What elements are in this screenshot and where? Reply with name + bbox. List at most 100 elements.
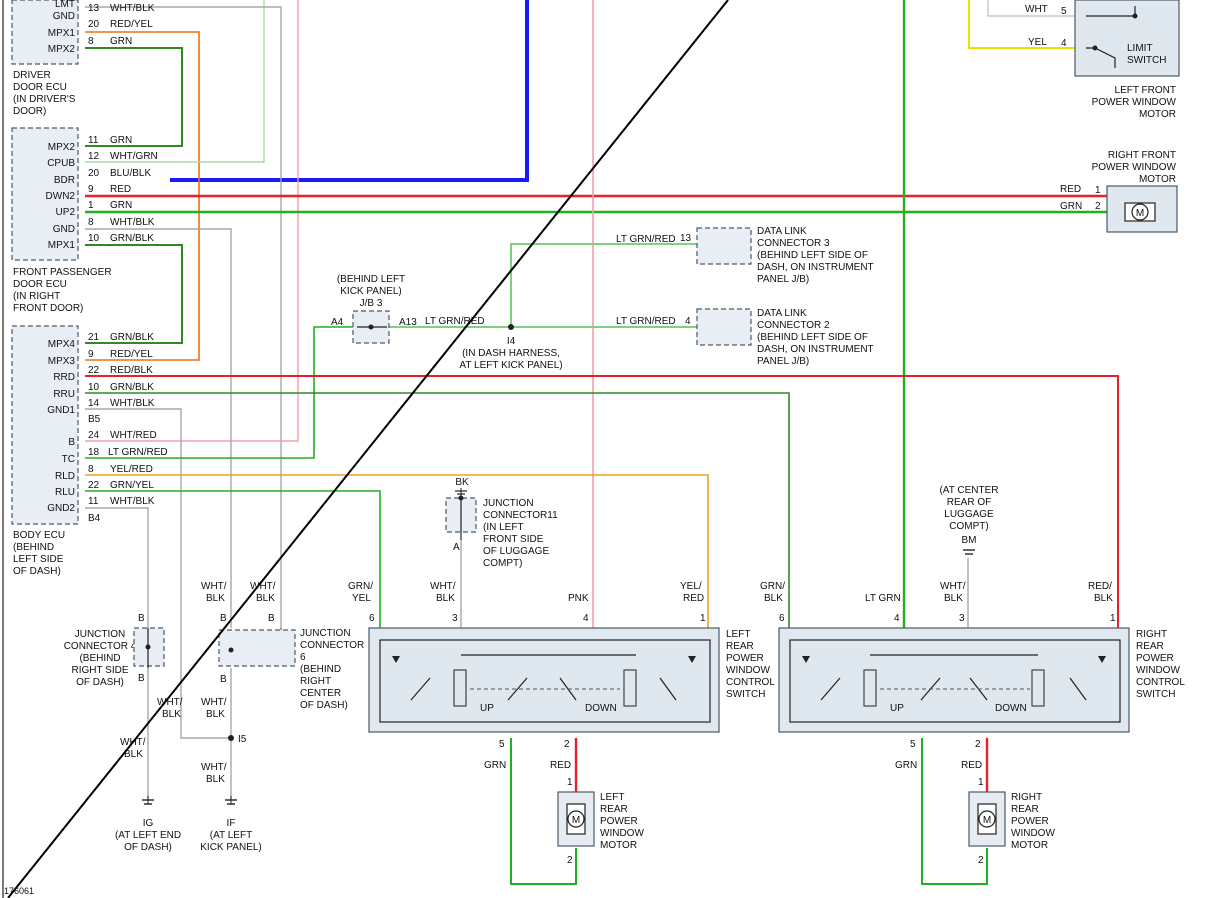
title-line: FRONT PASSENGER [13,267,112,278]
title-line: REAR [726,641,754,652]
wire-label: WHT/BLK [110,217,155,228]
wire-wht-blk-gnd2 [85,507,149,628]
pin-name: RLD [55,471,75,482]
wire-lt-grn-red-dlc3 [510,243,697,327]
pin-number: 14 [88,398,100,409]
title-line: OF DASH) [300,700,348,711]
pin-number: 20 [88,19,100,30]
wire-label: WHT/GRN [110,151,158,162]
ground-label: IG [143,818,154,829]
wire-label: WHT/ [940,581,966,592]
title-line: CONNECTOR 3 [757,238,830,249]
pin-number: 1 [88,200,94,211]
motor-circle [978,810,996,828]
wire-label: RED/YEL [110,19,153,30]
wire-label: GRN [110,135,132,146]
ground-label: (AT CENTER [939,485,998,496]
data-link-connector-2: LT GRN/RED 4 DATA LINK CONNECTOR 2 (BEHI… [616,308,874,367]
pin-number: 11 [88,135,99,146]
wire-label: GRN/BLK [110,382,154,393]
limit-label: SWITCH [1127,55,1166,66]
wire-wht-blk-pgnd [85,228,232,628]
pin-number: 5 [910,739,916,750]
wire-label: GRN/YEL [110,480,154,491]
wire-label: RED [1060,184,1081,195]
pin-number: 12 [88,151,100,162]
wire-label: LT GRN/RED [108,447,168,458]
pin-number: 2 [975,739,981,750]
driver-ecu-pins: LMT GND MPX1 MPX2 13 20 8 WHT/BLK RED/YE… [48,0,155,55]
motor-label: M [983,815,991,826]
title-line: REAR [1136,641,1164,652]
title-line: MOTOR [1139,174,1176,185]
pin-number: 5 [499,739,505,750]
wire-label: LT GRN/RED [616,316,676,327]
title-line: RIGHT [1136,629,1167,640]
title-line: LEFT SIDE [13,554,64,565]
pin-number: 22 [88,480,100,491]
wire-yel-lf [968,0,1075,49]
right-rear-control-switch: GRN/ BLK LT GRN WHT/ BLK RED/ BLK 6 4 3 … [760,581,1185,771]
pin-name: MPX3 [48,356,76,367]
wire-label: BLU/BLK [110,168,151,179]
data-link-connector-3: LT GRN/RED 13 DATA LINK CONNECTOR 3 (BEH… [616,226,874,285]
pin-number: 8 [88,36,94,47]
title-line: (BEHIND LEFT SIDE OF [757,250,868,261]
pin-name: TC [62,454,75,465]
pin-number: 4 [1061,38,1067,49]
wire-label: WHT/ [201,581,227,592]
wire-label: RED [683,593,704,604]
pin-name: BDR [54,175,75,186]
wire-label: RED [961,760,982,771]
rr-switch-box [778,627,1130,733]
left-rear-motor: 1 M 2 LEFT REAR POWER WINDOW MOTOR [557,777,644,866]
splice-i4 [508,324,514,330]
pin-number: 24 [88,430,100,441]
figure-id: 176061 [4,886,34,896]
pin-name: MPX4 [48,339,76,350]
pin-number: 10 [88,233,100,244]
wire-red-blk-rrd [85,375,1119,628]
title-line: JUNCTION [483,498,534,509]
title-line: POWER [1011,816,1049,827]
title-line: (IN DRIVER'S [13,94,76,105]
rr-switch-inner [789,639,1121,723]
title-line: CENTER [300,688,341,699]
wire-label: BLK [162,709,181,720]
rr-down-label: DOWN [995,703,1027,714]
pin-number: 1 [978,777,984,788]
lr-switch-arm [507,677,528,701]
wire-grn-rr-motor [921,738,988,885]
wire-label: RED [550,760,571,771]
wire-label: GRN [110,200,132,211]
title-line: KICK PANEL) [340,286,402,297]
wire-label: WHT/RED [110,430,157,441]
wire-label: GRN/ [348,581,373,592]
pin-number: 4 [583,613,589,624]
pin-name: RLU [55,487,75,498]
title-line: SWITCH [726,689,765,700]
switch-node [1132,13,1138,19]
pin-name: UP2 [56,207,76,218]
pin-name: GND2 [47,503,75,514]
pin-number: 3 [959,613,965,624]
title-line: REAR [1011,804,1039,815]
pin-name: MPX2 [48,44,76,55]
title-line: OF LUGGAGE [483,546,549,557]
pin-name: LMT [55,0,75,10]
motor-label: M [572,815,580,826]
rr-diode [1098,656,1106,663]
pin-number: 8 [88,217,94,228]
ground-label: (AT LEFT [210,830,252,841]
pin-number: 22 [88,365,100,376]
title-line: POWER WINDOW [1092,97,1177,108]
title-line: J/B 3 [360,298,383,309]
jc4-node [145,644,151,650]
pin-number: 4 [894,613,900,624]
wire-label: WHT/BLK [110,398,155,409]
wire-label: GRN [895,760,917,771]
splice-note: (IN DASH HARNESS, [462,348,560,359]
wire-label: WHT/BLK [110,3,155,14]
wire-label: WHT/ [157,697,183,708]
wire-label: GRN [484,760,506,771]
